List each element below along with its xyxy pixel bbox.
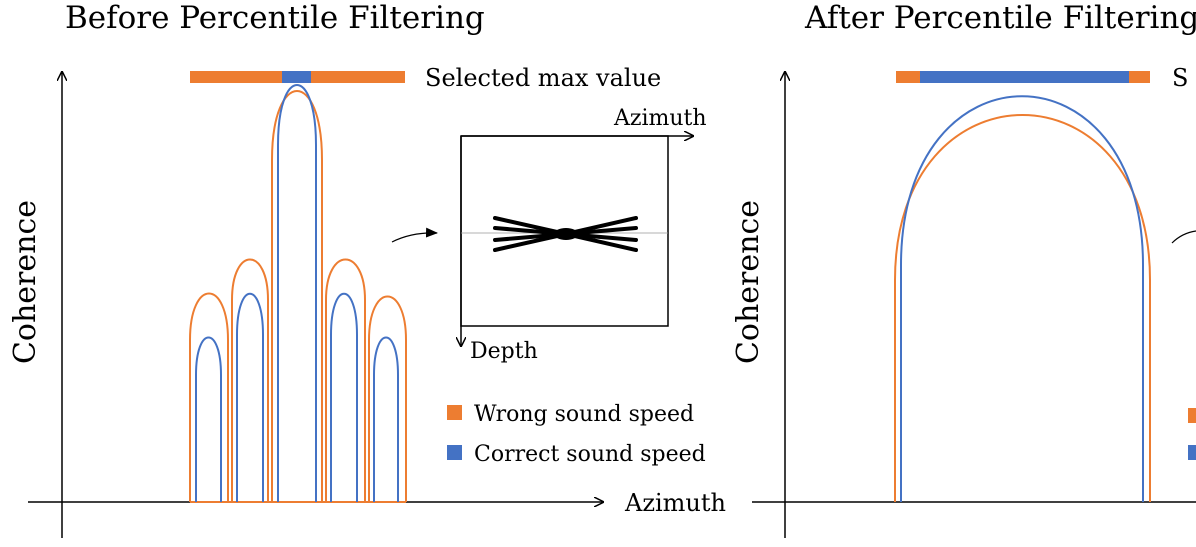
wrong-lobe-3 [271, 90, 323, 502]
max-value-bar-label: Selected max value [425, 64, 661, 92]
wrong-lobe-2 [231, 258, 269, 502]
legend: Wrong sound speed Correct sound speed [447, 402, 706, 467]
wrong-lobe-4 [325, 258, 366, 502]
legend-label-wrong: Wrong sound speed [474, 402, 694, 427]
right-panel: After Percentile Filtering Coherence S [731, 0, 1196, 538]
right-legend-swatch-wrong [1188, 408, 1196, 423]
correct-sound-speed-curve [195, 84, 399, 502]
left-panel-title: Before Percentile Filtering [65, 0, 485, 36]
right-y-axis-label: Coherence [731, 200, 766, 364]
wrong-lobe-5 [368, 295, 407, 502]
legend-swatch-correct [447, 445, 462, 460]
wrong-sound-speed-curve [189, 90, 407, 503]
correct-lobe-5 [373, 336, 399, 502]
legend-swatch-wrong [447, 405, 462, 420]
inset-depth-label: Depth [470, 339, 538, 364]
right-legend-swatch-correct [1188, 445, 1196, 460]
right-zoom-pointer-arrow [1171, 230, 1196, 244]
correct-lobe-3 [277, 84, 317, 502]
left-y-axis-label: Coherence [8, 200, 43, 364]
max-value-bar-correct [282, 71, 311, 83]
zoom-pointer-arrow [391, 227, 438, 243]
correct-lobe-4 [330, 292, 358, 502]
inset-focal-point [554, 228, 578, 240]
wrong-lobe-1 [189, 292, 229, 502]
correct-lobe-2 [236, 292, 264, 502]
inset-box: Azimuth Depth [461, 106, 707, 364]
left-x-axis-label: Azimuth [624, 489, 726, 517]
legend-label-correct: Correct sound speed [474, 442, 706, 467]
right-wrong-sound-speed-curve [894, 114, 1151, 502]
inset-azimuth-label: Azimuth [613, 106, 707, 131]
right-max-value-bar-correct [920, 71, 1129, 83]
right-correct-sound-speed-curve [900, 95, 1144, 502]
right-panel-title: After Percentile Filtering [804, 0, 1196, 36]
correct-lobe-1 [195, 336, 222, 502]
right-max-value-bar-label: S [1172, 64, 1188, 92]
left-panel: Before Percentile Filtering Coherence Az… [8, 0, 726, 538]
